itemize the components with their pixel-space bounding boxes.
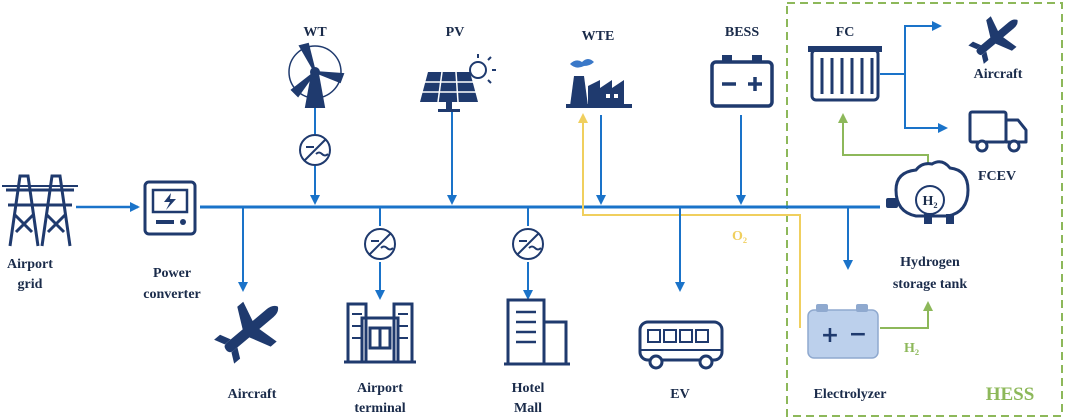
fc-to-fcev-arrow: [904, 74, 948, 133]
wte-label: WTE: [582, 29, 615, 44]
wt-label: WT: [303, 25, 327, 40]
fuel-cell-icon: [808, 46, 882, 102]
aircraft-bottom-label: Aircraft: [228, 387, 277, 402]
pv-label: PV: [446, 25, 465, 40]
mall-label: Mall: [514, 401, 542, 416]
inverter-icon: [299, 134, 331, 166]
airport-grid-label-2: grid: [18, 277, 43, 292]
svg-text:−: −: [849, 322, 867, 347]
terminal-building-icon: [344, 302, 416, 364]
power-converter-icon: [143, 180, 197, 236]
power-converter-label: Power: [153, 266, 191, 281]
fc-to-aircraft-arrow: [880, 21, 942, 75]
hotel-building-icon: [504, 298, 570, 366]
power-converter-label-2: converter: [143, 287, 201, 302]
airport-grid-label: Airport: [7, 257, 53, 272]
truck-icon: [968, 110, 1028, 153]
hydrogen-tank-icon: [886, 160, 970, 224]
bess-label: BESS: [725, 25, 759, 40]
o2-label: O₂: [732, 229, 747, 244]
oxygen-flow-line: [578, 113, 801, 328]
battery-icon: [710, 55, 774, 108]
hess-region: [786, 2, 1063, 417]
hess-label: HESS: [986, 384, 1035, 405]
airport-terminal-label: Airport: [357, 381, 403, 396]
fcev-label: FCEV: [978, 169, 1016, 184]
airplane-icon: [968, 16, 1018, 64]
tank-h2-label: H₂: [922, 194, 937, 209]
hydrogen-tank-label-2: storage tank: [893, 277, 967, 292]
electrolyzer-icon: + −: [807, 304, 879, 359]
pylon-icon: [2, 174, 78, 247]
terminal-inverter-icon: [364, 228, 396, 260]
electrolyzer-label: Electrolyzer: [814, 387, 887, 402]
hotel-label: Hotel: [512, 381, 545, 396]
solar-panel-icon: [420, 54, 496, 112]
wind-turbine-icon: [288, 42, 345, 108]
ev-label: EV: [670, 387, 689, 402]
waste-to-energy-plant-icon: [566, 59, 632, 108]
tank-to-fc-h2-line: [838, 113, 929, 172]
electrolyzer-to-tank-h2-line: [880, 301, 933, 329]
fc-label: FC: [836, 25, 855, 40]
airplane-icon-bottom: [214, 301, 279, 364]
airport-terminal-label-2: terminal: [354, 401, 405, 416]
bus-icon: [638, 320, 724, 370]
aircraft-top-label: Aircraft: [974, 67, 1023, 82]
svg-text:+: +: [821, 323, 839, 348]
hydrogen-tank-label: Hydrogen: [900, 255, 960, 270]
h2-label: H₂: [904, 341, 919, 356]
hotel-inverter-icon: [512, 228, 544, 260]
